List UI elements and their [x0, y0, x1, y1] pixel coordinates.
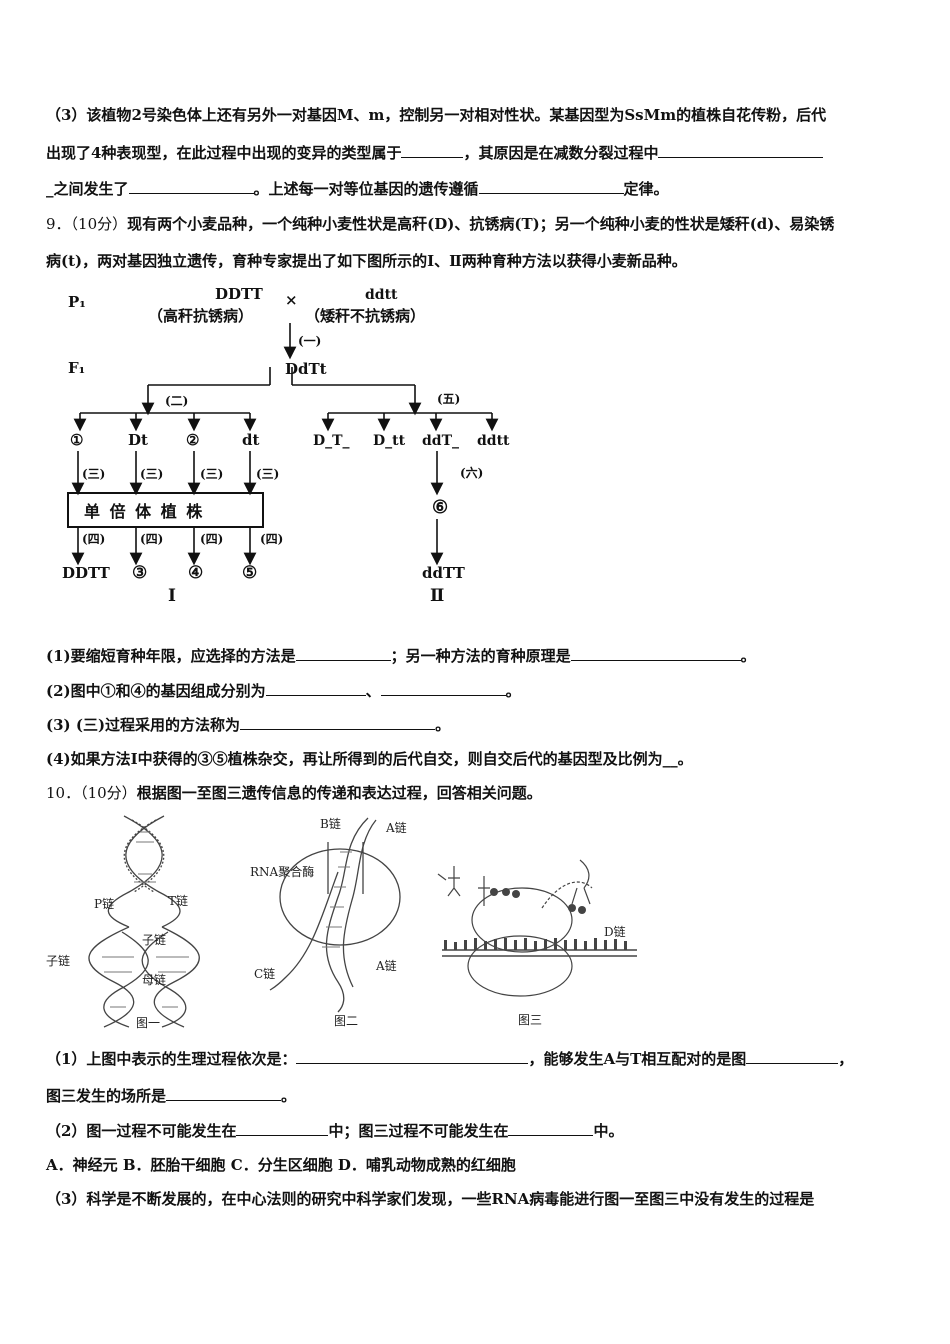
q9-heading: 9．（10分）现有两个小麦品种，一个纯种小麦性状是高秆(D)、抗锈病(T)；另一… [46, 215, 835, 233]
q10-sub1-line2: 图三发生的场所是。 [46, 1086, 297, 1105]
result-ddTT: ddTT [422, 564, 466, 582]
fig2-a-chain-top: A链 [385, 820, 407, 835]
parent1-genotype: DDTT [215, 285, 264, 303]
fig2-b-chain: B链 [320, 816, 341, 831]
fig2-c-chain: C链 [254, 966, 275, 981]
figure-2-transcription: B链 A链 RNA聚合酶 C链 A链 图二 [250, 816, 407, 1028]
label-f1: F₁ [68, 359, 85, 377]
q8-3-line2: 出现了4种表现型，在此过程中出现的变异的类型属于，其原因是在减数分裂过程中 [46, 142, 824, 163]
f1-genotype: DdTt [285, 360, 327, 378]
figure-3-translation: D链 图三 [437, 859, 637, 1027]
answer-blank[interactable] [265, 681, 366, 696]
q10-sub3: （3）科学是不断发展的，在中心法则的研究中科学家们发现，一些RNA病毒能进行图一… [46, 1190, 815, 1208]
fig2-rna-polymerase: RNA聚合酶 [250, 864, 314, 879]
offspring-ddT_: ddT_ [422, 433, 459, 449]
answer-blank[interactable] [401, 143, 464, 158]
cross-symbol: × [285, 291, 298, 309]
answer-blank[interactable] [236, 1121, 329, 1136]
fig2-caption: 图二 [334, 1014, 358, 1028]
haploid-label: 单 倍 体 植 株 [84, 502, 204, 521]
answer-blank[interactable] [658, 143, 824, 158]
gamete-1: ① [70, 431, 83, 449]
fig3-d-chain: D链 [604, 924, 626, 939]
step-5: (五) [437, 392, 460, 406]
offspring-ddtt: ddtt [477, 433, 510, 449]
fig3-caption: 图三 [518, 1013, 542, 1027]
answer-blank[interactable] [570, 646, 741, 661]
answer-blank[interactable] [240, 715, 436, 730]
result-5: ⑤ [242, 563, 257, 583]
q8-3-line3: _之间发生了。上述每一对等位基因的遗传遵循定律。 [46, 179, 669, 198]
result-DDTT: DDTT [62, 564, 111, 582]
step-3a: (三) [82, 467, 105, 481]
q10-sub1: （1）上图中表示的生理过程依次是：，能够发生A与T相互配对的是图， [46, 1049, 854, 1068]
label-p1: P₁ [68, 293, 86, 311]
fig1-zi-chain-left: 子链 [46, 953, 70, 968]
gamete-Dt: Dt [128, 431, 148, 449]
q9-sub2: (2)图中①和④的基因组成分别为、。 [46, 681, 521, 700]
gamete-2: ② [186, 431, 199, 449]
parent2-desc: （矮秆不抗锈病） [305, 307, 425, 325]
result-6: ⑥ [432, 497, 448, 518]
step-3d: (三) [256, 467, 279, 481]
step-3b: (三) [140, 467, 163, 481]
parent1-desc: （高秆抗锈病） [148, 307, 253, 325]
step-6: (六) [460, 465, 483, 480]
gamete-dt: dt [242, 431, 259, 449]
result-4: ④ [188, 563, 203, 583]
fig1-t-chain: T链 [168, 893, 188, 908]
q9-sub4: (4)如果方法Ⅰ中获得的③⑤植株杂交，再让所得到的后代自交，则自交后代的基因型及… [46, 750, 693, 768]
method-II-label: Ⅱ [430, 586, 444, 605]
breeding-diagram: P₁ F₁ DDTT （高秆抗锈病） × ddtt （矮秆不抗锈病） (一) D… [62, 285, 510, 605]
method-I-label: Ⅰ [168, 586, 176, 605]
answer-blank[interactable] [508, 1121, 594, 1136]
fig1-zi-chain-right: 子链 [142, 932, 166, 947]
parent2-genotype: ddtt [365, 287, 398, 303]
q8-3-line1: （3）该植物2号染色体上还有另外一对基因M、m，控制另一对相对性状。某基因型为S… [46, 106, 827, 124]
figure-1-dna-replication: P链 T链 子链 子链 母链 图一 [46, 815, 200, 1030]
step-1: (一) [298, 334, 321, 348]
fig1-p-chain: P链 [94, 896, 114, 911]
diagram-lines [67, 323, 499, 566]
answer-blank[interactable] [746, 1049, 839, 1064]
q10-sub2: （2）图一过程不可能发生在中；图三过程不可能发生在中。 [46, 1121, 624, 1140]
answer-blank[interactable] [166, 1086, 282, 1101]
answer-blank[interactable] [295, 646, 391, 661]
answer-blank[interactable] [296, 1049, 529, 1064]
q9-sub1: (1)要缩短育种年限，应选择的方法是；另一种方法的育种原理是。 [46, 646, 756, 665]
result-3: ③ [132, 563, 147, 583]
q9-heading-line2: 病(t)，两对基因独立遗传，育种专家提出了如下图所示的Ⅰ、Ⅱ两种育种方法以获得小… [46, 252, 687, 270]
step-2: (二) [165, 394, 188, 408]
answer-blank[interactable] [380, 681, 506, 696]
step-4a: (四) [82, 532, 105, 546]
q9-sub3: (3) (三)过程采用的方法称为。 [46, 715, 451, 734]
fig1-mu-chain: 母链 [142, 972, 166, 987]
step-4c: (四) [200, 532, 223, 546]
answer-blank[interactable] [128, 179, 254, 194]
step-4d: (四) [260, 532, 283, 546]
offspring-D_T_: D_T_ [313, 433, 350, 449]
q10-heading: 10．（10分）根据图一至图三遗传信息的传递和表达过程，回答相关问题。 [46, 784, 542, 802]
fig1-caption: 图一 [136, 1016, 160, 1030]
fig2-a-chain-bottom: A链 [375, 958, 397, 973]
step-3c: (三) [200, 467, 223, 481]
q10-options: A．神经元 B．胚胎干细胞 C．分生区细胞 D．哺乳动物成熟的红细胞 [46, 1156, 516, 1174]
step-4b: (四) [140, 532, 163, 546]
answer-blank[interactable] [478, 179, 624, 194]
offspring-D_tt: D_tt [373, 433, 406, 449]
